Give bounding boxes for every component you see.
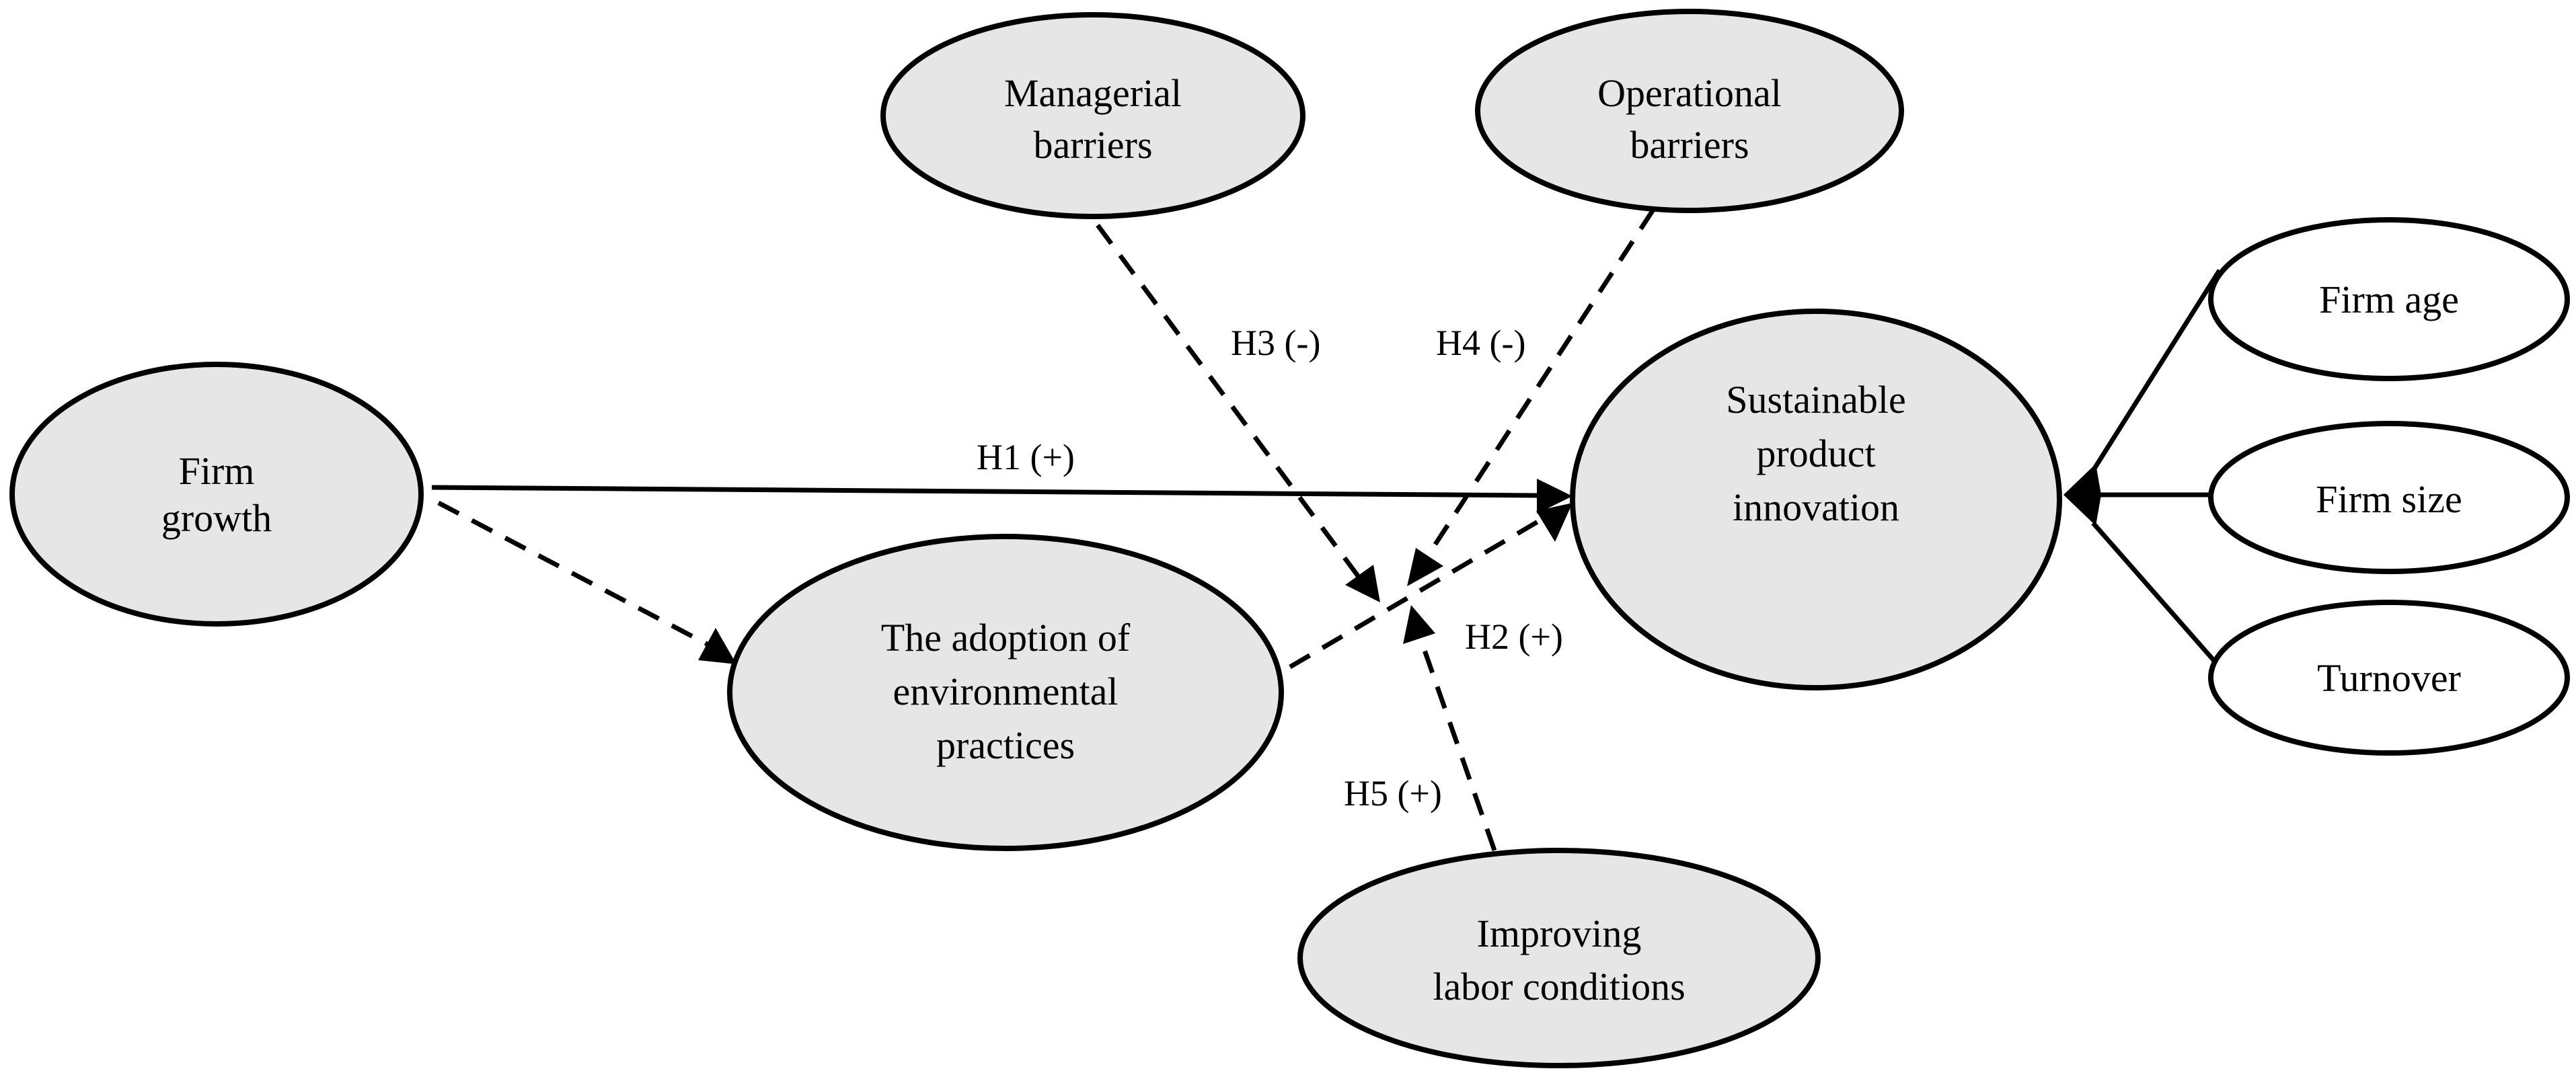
edge-labels: H1 (+) H2 (+) H3 (-) H4 (-) H5 (+)	[977, 323, 1563, 813]
node-firm-size: Firm size	[2208, 421, 2570, 574]
firm-size-label: Firm size	[2316, 477, 2462, 521]
node-turnover: Turnover	[2208, 600, 2570, 756]
edge-turnover-control	[2091, 521, 2222, 669]
nodes: Firm growth Managerial barriers Operatio…	[9, 9, 2570, 1068]
labor-conditions-line-1: Improving	[1477, 912, 1642, 955]
controls-arrowhead	[2063, 464, 2101, 526]
edge-h3	[1096, 223, 1380, 602]
h3-label: H3 (-)	[1231, 323, 1320, 363]
env-practices-line-3: practices	[936, 723, 1075, 767]
firm-age-label: Firm age	[2319, 278, 2459, 321]
h3-arrowhead	[1345, 565, 1380, 602]
h5-arrowhead	[1403, 605, 1435, 644]
turnover-label: Turnover	[2317, 656, 2461, 700]
edge-h4	[1407, 208, 1655, 586]
h1-label: H1 (+)	[977, 437, 1075, 477]
edge-h1	[431, 479, 1573, 514]
node-firm-growth: Firm growth	[9, 362, 424, 627]
h1-arrowhead	[1537, 479, 1573, 514]
h4-label: H4 (-)	[1436, 323, 1525, 363]
node-environmental-practices: The adoption of environmental practices	[727, 534, 1284, 851]
node-sustainable-product-innovation: Sustainable product innovation	[1570, 309, 2062, 690]
h2-label: H2 (+)	[1465, 616, 1563, 657]
managerial-barriers-line-1: Managerial	[1004, 71, 1182, 115]
managerial-barriers-line-2: barriers	[1033, 123, 1152, 167]
edge-growth-to-environmental	[437, 500, 736, 664]
env-practices-line-1: The adoption of	[881, 616, 1131, 660]
node-firm-age: Firm age	[2208, 217, 2570, 381]
spi-line-2: product	[1756, 432, 1875, 475]
operational-barriers-line-1: Operational	[1597, 71, 1782, 115]
growth-env-arrowhead	[698, 628, 736, 664]
node-labor-conditions: Improving labor conditions	[1297, 848, 1821, 1068]
h5-label: H5 (+)	[1344, 773, 1442, 813]
node-managerial-barriers: Managerial barriers	[880, 12, 1305, 219]
firm-growth-line-1: Firm	[179, 449, 255, 493]
edge-h2	[1289, 503, 1573, 670]
spi-line-3: innovation	[1733, 485, 1899, 529]
labor-conditions-line-2: labor conditions	[1433, 965, 1685, 1008]
h4-arrowhead	[1407, 548, 1443, 586]
spi-line-1: Sustainable	[1726, 378, 1905, 422]
h2-arrowhead	[1536, 503, 1573, 542]
edges	[431, 208, 2222, 852]
operational-barriers-line-2: barriers	[1630, 123, 1749, 167]
edge-h5	[1403, 605, 1497, 852]
firm-growth-line-2: growth	[161, 496, 272, 540]
node-operational-barriers: Operational barriers	[1475, 9, 1904, 213]
env-practices-line-2: environmental	[893, 670, 1118, 713]
edge-firm-age-control	[2091, 269, 2222, 472]
